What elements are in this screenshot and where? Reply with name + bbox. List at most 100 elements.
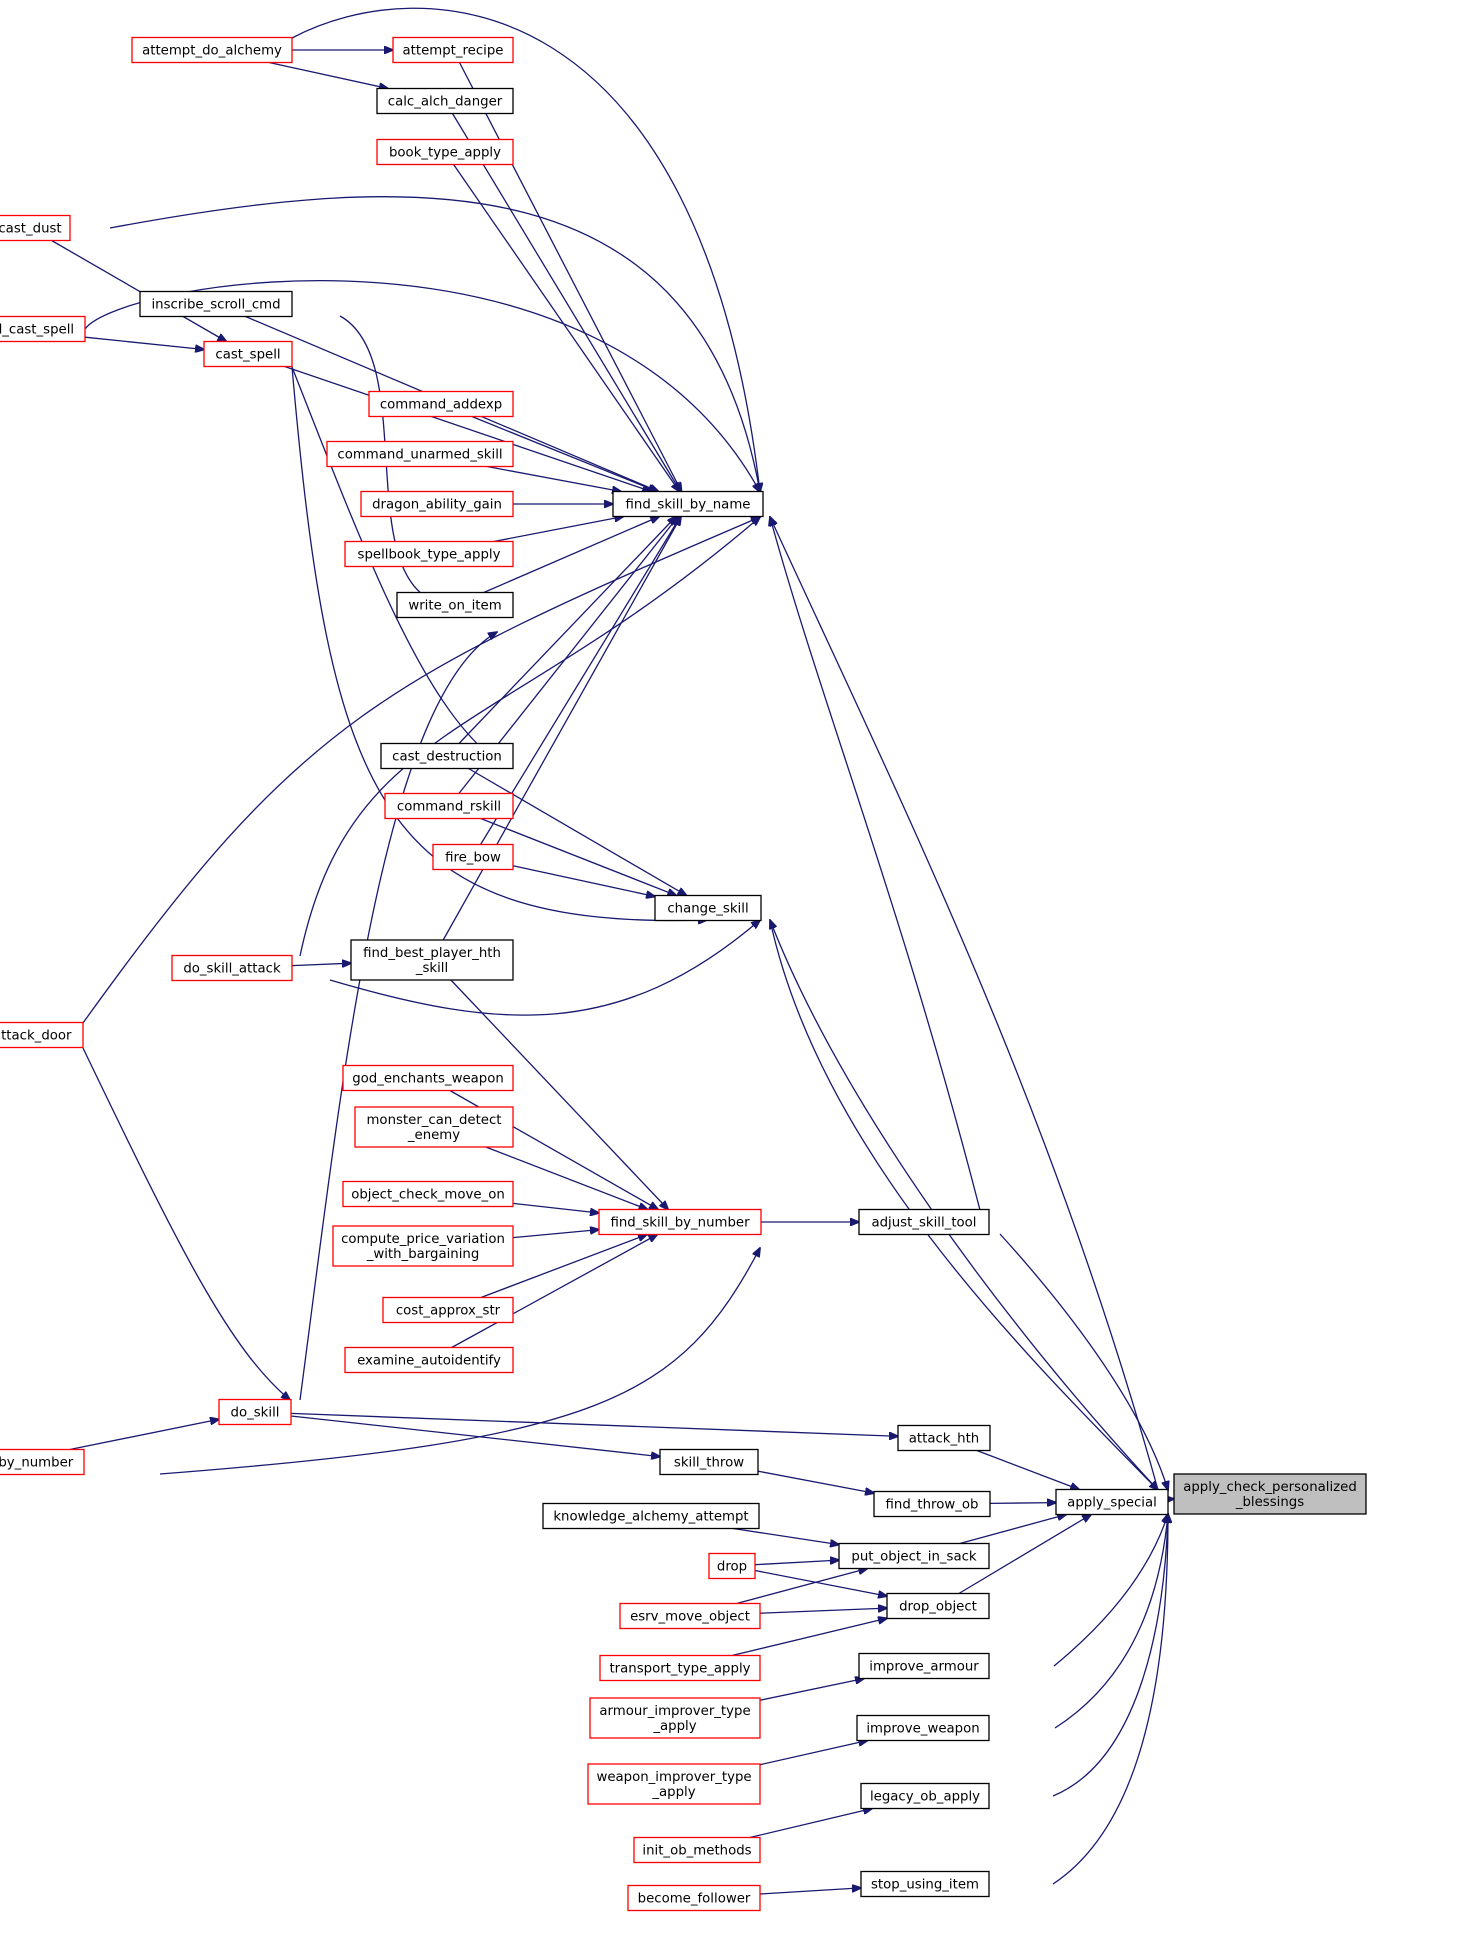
node-box [838, 1542, 990, 1570]
node-cast_dust[interactable]: cast_dust [0, 214, 71, 242]
node-command_rskill[interactable]: command_rskill [384, 792, 514, 820]
node-label: player_attack_door [0, 1029, 72, 1044]
node-command_addexp[interactable]: command_addexp [368, 390, 514, 418]
node-attack_hth[interactable]: attack_hth [897, 1424, 991, 1452]
edge-find_throw_ob-to-apply_special [989, 1503, 1056, 1504]
node-change_skill[interactable]: change_skill [654, 894, 762, 922]
node-find_throw_ob[interactable]: find_throw_ob [873, 1490, 991, 1518]
node-cast_destruction[interactable]: cast_destruction [380, 742, 514, 770]
node-find_skill_by_name[interactable]: find_skill_by_name [612, 490, 764, 518]
node-apply_check_personalized_blessings[interactable]: apply_check_personalized_blessings [1173, 1473, 1367, 1515]
edge-adjust_skill_tool-to-find_skill_by_name [770, 517, 981, 1211]
edge-improve_weapon-to-apply_special [1054, 1514, 1168, 1729]
node-box [858, 1652, 990, 1680]
node-box [354, 1106, 514, 1148]
node-label: esrv_move_object [630, 1610, 750, 1625]
node-cast_spell[interactable]: cast_spell [203, 340, 293, 368]
node-esrv_move_object[interactable]: esrv_move_object [619, 1602, 761, 1630]
node-spellbook_type_apply[interactable]: spellbook_type_apply [344, 540, 514, 568]
node-legacy_ob_apply[interactable]: legacy_ob_apply [860, 1782, 990, 1810]
node-do_skill_attack[interactable]: do_skill_attack [171, 954, 293, 982]
node-do_skill[interactable]: do_skill [218, 1398, 292, 1426]
node-box [587, 1763, 761, 1805]
node-box [860, 1870, 990, 1898]
node-player_attack_door[interactable]: player_attack_door [0, 1021, 84, 1049]
node-label: apply_special [1067, 1496, 1157, 1511]
edge-inscribe_scroll_cmd-to-write_on_item [339, 315, 442, 604]
edge-fire_bow-to-change_skill [512, 865, 655, 897]
node-label: improve_weapon [866, 1722, 979, 1737]
node-label: skill_throw [674, 1456, 744, 1471]
edge-command_cast_spell-to-cast_spell [84, 336, 204, 349]
edge-write_on_item-to-find_skill_by_name [483, 517, 659, 594]
node-label: write_on_item [408, 599, 501, 614]
node-put_object_in_sack[interactable]: put_object_in_sack [838, 1542, 990, 1570]
node-become_follower[interactable]: become_follower [627, 1884, 761, 1912]
node-stop_using_item[interactable]: stop_using_item [860, 1870, 990, 1898]
node-knowledge_alchemy_attempt[interactable]: knowledge_alchemy_attempt [542, 1502, 760, 1530]
node-box [599, 1654, 761, 1682]
node-box [0, 1448, 85, 1476]
node-object_check_move_on[interactable]: object_check_move_on [342, 1180, 514, 1208]
edge-improve_armour-to-apply_special [1053, 1514, 1168, 1667]
node-do_skill_by_number[interactable]: do_skill_by_number [0, 1448, 85, 1476]
node-adjust_skill_tool[interactable]: adjust_skill_tool [858, 1208, 990, 1236]
node-improve_weapon[interactable]: improve_weapon [856, 1714, 990, 1742]
edge-calc_alch_danger-to-find_skill_by_name [451, 113, 681, 492]
node-find_best_player_hth_skill[interactable]: find_best_player_hth_skill [350, 939, 514, 981]
node-box [139, 290, 293, 318]
node-weapon_improver_type_apply[interactable]: weapon_improver_type_apply [587, 1763, 761, 1805]
node-fire_bow[interactable]: fire_bow [432, 843, 514, 871]
edge-do_skill_attack-to-find_best_player_hth_skill [291, 963, 351, 965]
edge-command_rskill-to-change_skill [480, 817, 677, 896]
node-book_type_apply[interactable]: book_type_apply [376, 138, 514, 166]
node-label: drop_object [899, 1600, 977, 1615]
node-command_unarmed_skill[interactable]: command_unarmed_skill [326, 440, 514, 468]
node-box [627, 1884, 761, 1912]
node-find_skill_by_number[interactable]: find_skill_by_number [598, 1208, 762, 1236]
node-transport_type_apply[interactable]: transport_type_apply [599, 1654, 761, 1682]
node-box [708, 1552, 756, 1580]
node-label: _apply [651, 1785, 695, 1800]
edge-drop-to-put_object_in_sack [754, 1560, 839, 1566]
node-label: _skill [415, 961, 448, 976]
node-command_cast_spell[interactable]: command_cast_spell [0, 315, 86, 343]
node-attempt_do_alchemy[interactable]: attempt_do_alchemy [131, 36, 293, 64]
node-label: do_skill_by_number [0, 1456, 74, 1471]
node-box [396, 591, 514, 619]
node-dragon_ability_gain[interactable]: dragon_ability_gain [360, 490, 514, 518]
node-skill_throw[interactable]: skill_throw [659, 1448, 759, 1476]
node-cost_approx_str[interactable]: cost_approx_str [382, 1296, 514, 1324]
node-improve_armour[interactable]: improve_armour [858, 1652, 990, 1680]
node-armour_improver_type_apply[interactable]: armour_improver_type_apply [589, 1697, 761, 1739]
node-drop_object[interactable]: drop_object [886, 1592, 990, 1620]
node-calc_alch_danger[interactable]: calc_alch_danger [376, 87, 514, 115]
node-monster_can_detect_enemy[interactable]: monster_can_detect_enemy [354, 1106, 514, 1148]
edge-become_follower-to-stop_using_item [759, 1888, 861, 1895]
edge-stop_using_item-to-apply_special [1052, 1514, 1168, 1885]
edge-attempt_recipe-to-find_skill_by_name [458, 62, 682, 492]
node-box [542, 1502, 760, 1530]
edge-monster_can_detect_enemy-to-find_skill_by_number [485, 1146, 648, 1210]
node-write_on_item[interactable]: write_on_item [396, 591, 514, 619]
node-apply_special[interactable]: apply_special [1055, 1488, 1169, 1516]
node-label: do_skill_attack [183, 962, 281, 977]
node-compute_price_variation_with_bargaining[interactable]: compute_price_variation_with_bargaining [332, 1225, 514, 1267]
node-god_enchants_weapon[interactable]: god_enchants_weapon [342, 1064, 514, 1092]
node-label: stop_using_item [871, 1878, 979, 1893]
node-box [432, 843, 514, 871]
node-init_ob_methods[interactable]: init_ob_methods [633, 1836, 761, 1864]
node-attempt_recipe[interactable]: attempt_recipe [392, 36, 514, 64]
node-box [376, 138, 514, 166]
edge-put_object_in_sack-to-apply_special [959, 1515, 1066, 1545]
node-examine_autoidentify[interactable]: examine_autoidentify [344, 1346, 514, 1374]
edge-do_skill_attack-to-change_skill [329, 920, 760, 1016]
edge-adjust_skill_tool-to-apply_special [999, 1233, 1168, 1490]
node-box [131, 36, 293, 64]
node-label: find_skill_by_name [626, 498, 751, 513]
node-label: apply_check_personalized [1183, 1480, 1357, 1495]
node-inscribe_scroll_cmd[interactable]: inscribe_scroll_cmd [139, 290, 293, 318]
node-box [218, 1398, 292, 1426]
node-drop[interactable]: drop [708, 1552, 756, 1580]
node-label: examine_autoidentify [357, 1354, 501, 1369]
